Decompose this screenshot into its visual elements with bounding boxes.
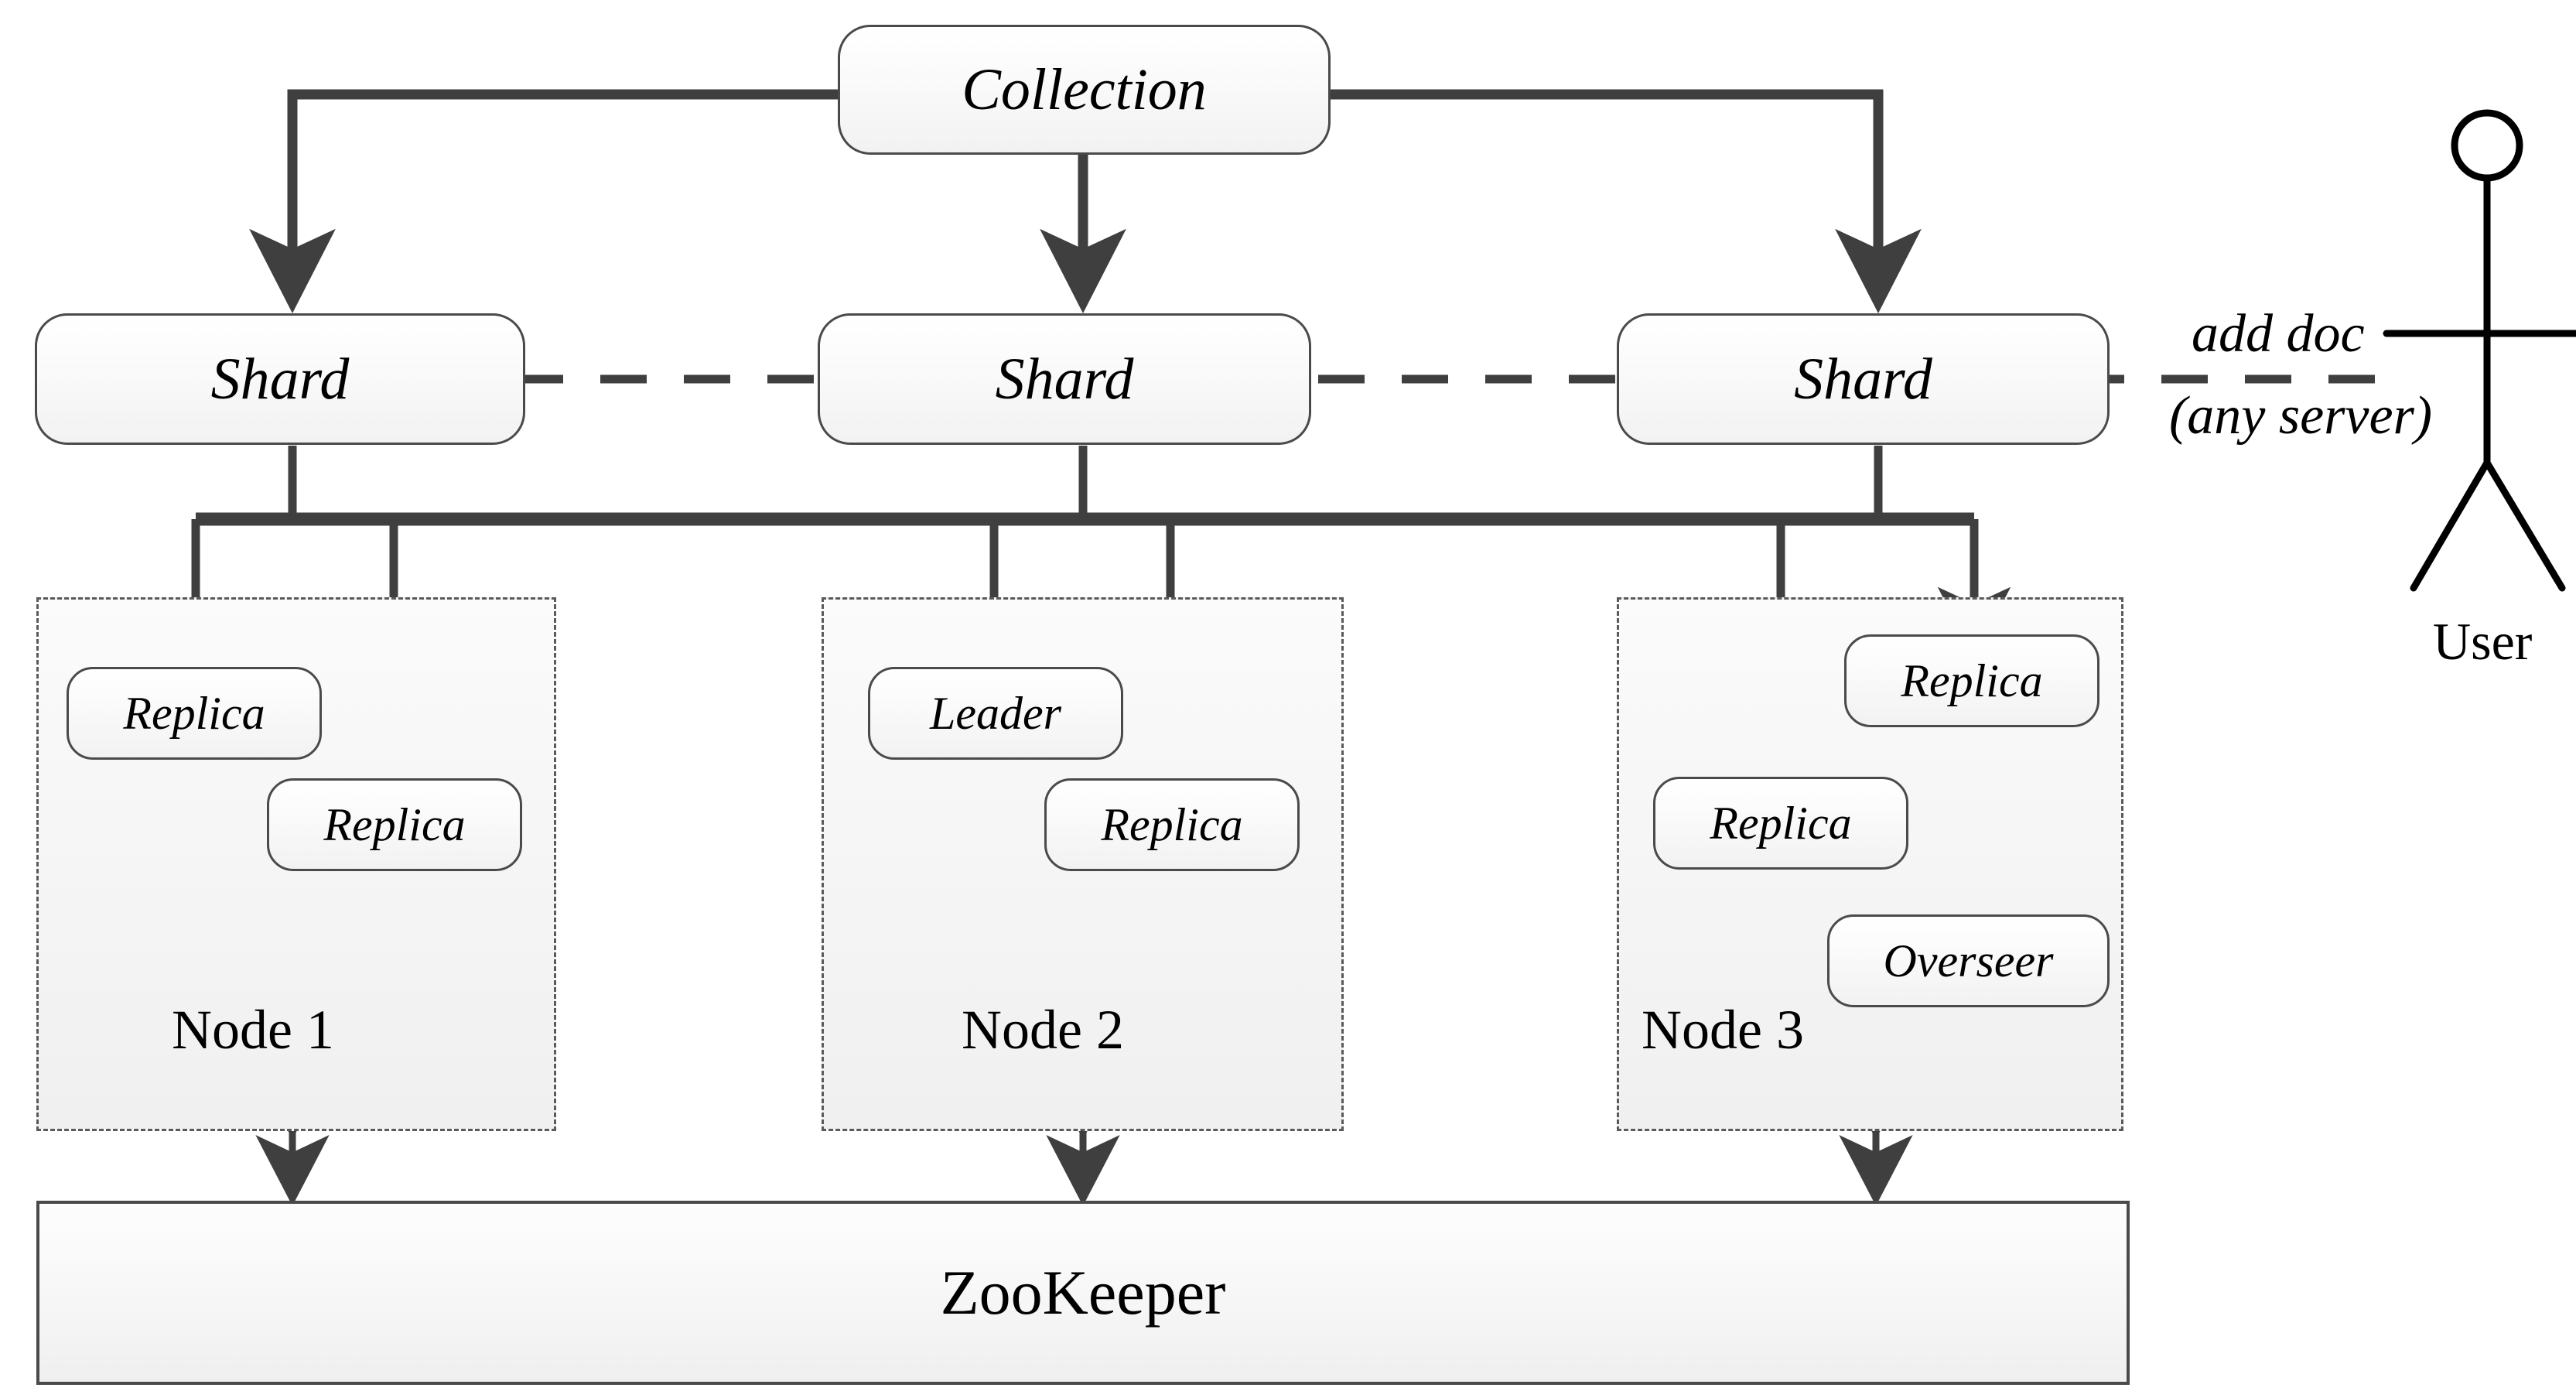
add-doc-annotation: add doc	[2192, 304, 2365, 364]
any-server-annotation: (any server)	[2169, 386, 2433, 446]
shard-2-box[interactable]: Shard	[818, 313, 1311, 445]
node-2-replica-box[interactable]: Replica	[1044, 778, 1300, 871]
node-3-replica-top-label: Replica	[1901, 655, 2043, 706]
node-3-overseer-box[interactable]: Overseer	[1827, 914, 2110, 1007]
node-1-replica-b-box[interactable]: Replica	[267, 778, 522, 871]
shard-3-label: Shard	[1794, 346, 1932, 412]
collection-label: Collection	[962, 56, 1207, 122]
node-2-leader-label: Leader	[930, 687, 1061, 739]
user-actor-caption: User	[2433, 612, 2533, 671]
node-1-replica-b-label: Replica	[323, 798, 466, 850]
zookeeper-bar[interactable]: ZooKeeper	[36, 1201, 2130, 1385]
shard-3-box[interactable]: Shard	[1617, 313, 2110, 445]
node-1-replica-a-label: Replica	[123, 687, 265, 739]
node-3-overseer-label: Overseer	[1883, 935, 2054, 986]
node-2-replica-label: Replica	[1101, 798, 1243, 850]
node-1-label: Node 1	[172, 999, 334, 1061]
user-actor-figure	[2383, 109, 2576, 592]
node-3-replica-mid-label: Replica	[1710, 797, 1852, 849]
node-3-replica-mid-box[interactable]: Replica	[1653, 777, 1908, 870]
node-3-replica-top-box[interactable]: Replica	[1844, 634, 2099, 727]
shard-2-label: Shard	[995, 346, 1134, 412]
node-2-leader-box[interactable]: Leader	[868, 667, 1123, 760]
collection-box[interactable]: Collection	[838, 25, 1331, 155]
node-3-label: Node 3	[1642, 999, 1804, 1061]
shard-1-label: Shard	[210, 346, 350, 412]
shard-1-box[interactable]: Shard	[35, 313, 525, 445]
node-1-replica-a-box[interactable]: Replica	[67, 667, 322, 760]
edge-collection-to-shard1	[249, 89, 838, 313]
node-2-label: Node 2	[962, 999, 1124, 1061]
zookeeper-label: ZooKeeper	[940, 1257, 1226, 1328]
edge-collection-to-shard3	[1329, 89, 1922, 313]
